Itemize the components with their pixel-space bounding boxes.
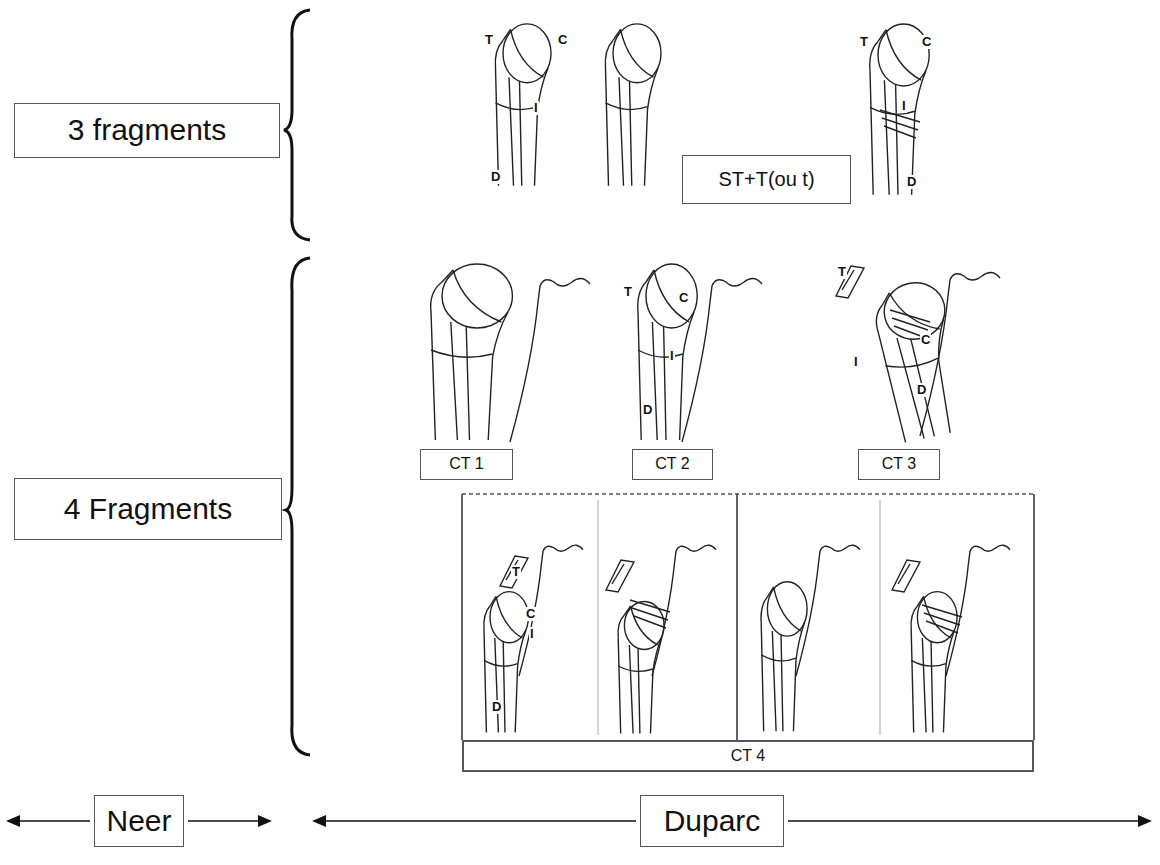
fragment-letter: T bbox=[511, 565, 521, 579]
fragment-letter: D bbox=[490, 170, 501, 184]
text-box: 4 Fragments bbox=[14, 478, 282, 540]
text-box: 3 fragments bbox=[14, 103, 280, 158]
scapula-figure bbox=[682, 278, 762, 442]
text-box: CT 3 bbox=[858, 449, 940, 480]
fragment-figure bbox=[606, 560, 634, 592]
fragment-letter: C bbox=[557, 33, 568, 47]
text-box: CT 1 bbox=[420, 449, 513, 480]
fragment-letter: I bbox=[901, 99, 907, 113]
fragment-letter: T bbox=[484, 33, 494, 47]
fragment-figure bbox=[500, 556, 528, 588]
text-box: CT 2 bbox=[632, 449, 713, 480]
fragment-figure bbox=[892, 560, 920, 592]
scapula-figure bbox=[652, 545, 716, 676]
scapula-figure bbox=[510, 278, 590, 442]
scapula-figure bbox=[519, 545, 583, 676]
humerus-figure bbox=[761, 582, 807, 732]
fragment-letter: C bbox=[525, 607, 536, 621]
box-label: Neer bbox=[106, 804, 171, 839]
fragment-letter: T bbox=[837, 265, 847, 279]
humerus-figure bbox=[869, 277, 970, 443]
text-box: CT 4 bbox=[462, 740, 1034, 772]
humerus-figure bbox=[495, 24, 551, 186]
scapula-figure bbox=[796, 545, 860, 676]
text-box: Neer bbox=[94, 795, 184, 847]
fragment-letter: I bbox=[853, 355, 859, 369]
box-label: CT 1 bbox=[449, 455, 483, 473]
humerus-figure bbox=[605, 24, 661, 186]
frame-edge bbox=[462, 493, 1034, 495]
fragment-letter: D bbox=[491, 700, 502, 714]
curly-brace bbox=[284, 10, 310, 240]
box-label: ST+T(ou t) bbox=[718, 168, 814, 191]
humerus-figure bbox=[431, 264, 513, 440]
box-label: CT 3 bbox=[882, 455, 916, 473]
scapula-figure bbox=[946, 545, 1010, 676]
fragment-letter: D bbox=[642, 403, 653, 417]
humerus-figure bbox=[618, 602, 664, 734]
fragment-letter: D bbox=[916, 383, 927, 397]
fragment-letter: C bbox=[678, 291, 689, 305]
fragment-letter: D bbox=[906, 175, 917, 189]
frame-edge bbox=[462, 494, 1034, 740]
fragment-letter: I bbox=[669, 349, 675, 363]
humerus-figure bbox=[638, 264, 697, 440]
fracture-hatching bbox=[880, 110, 920, 138]
box-label: CT 4 bbox=[731, 747, 765, 765]
panel-divider bbox=[598, 500, 880, 735]
text-box: ST+T(ou t) bbox=[682, 155, 851, 204]
fracture-hatching bbox=[630, 600, 670, 628]
humerus-figure bbox=[484, 592, 529, 733]
box-label: CT 2 bbox=[655, 455, 689, 473]
fragment-letter: T bbox=[623, 285, 633, 299]
fragment-letter: I bbox=[529, 627, 535, 641]
fragment-letter: C bbox=[920, 333, 931, 347]
range-arrow-line bbox=[18, 820, 1140, 822]
fragment-letter: T bbox=[859, 35, 869, 49]
box-label: 4 Fragments bbox=[64, 492, 232, 527]
box-label: Duparc bbox=[664, 804, 761, 839]
text-box: Duparc bbox=[640, 795, 784, 847]
scapula-figure bbox=[920, 272, 1000, 436]
fragment-figure bbox=[836, 266, 864, 298]
fragment-letter: I bbox=[533, 101, 539, 115]
fracture-hatching bbox=[922, 605, 962, 633]
fragment-letter: C bbox=[921, 35, 932, 49]
box-label: 3 fragments bbox=[68, 113, 226, 148]
curly-brace bbox=[286, 258, 310, 755]
humerus-figure bbox=[870, 24, 929, 195]
